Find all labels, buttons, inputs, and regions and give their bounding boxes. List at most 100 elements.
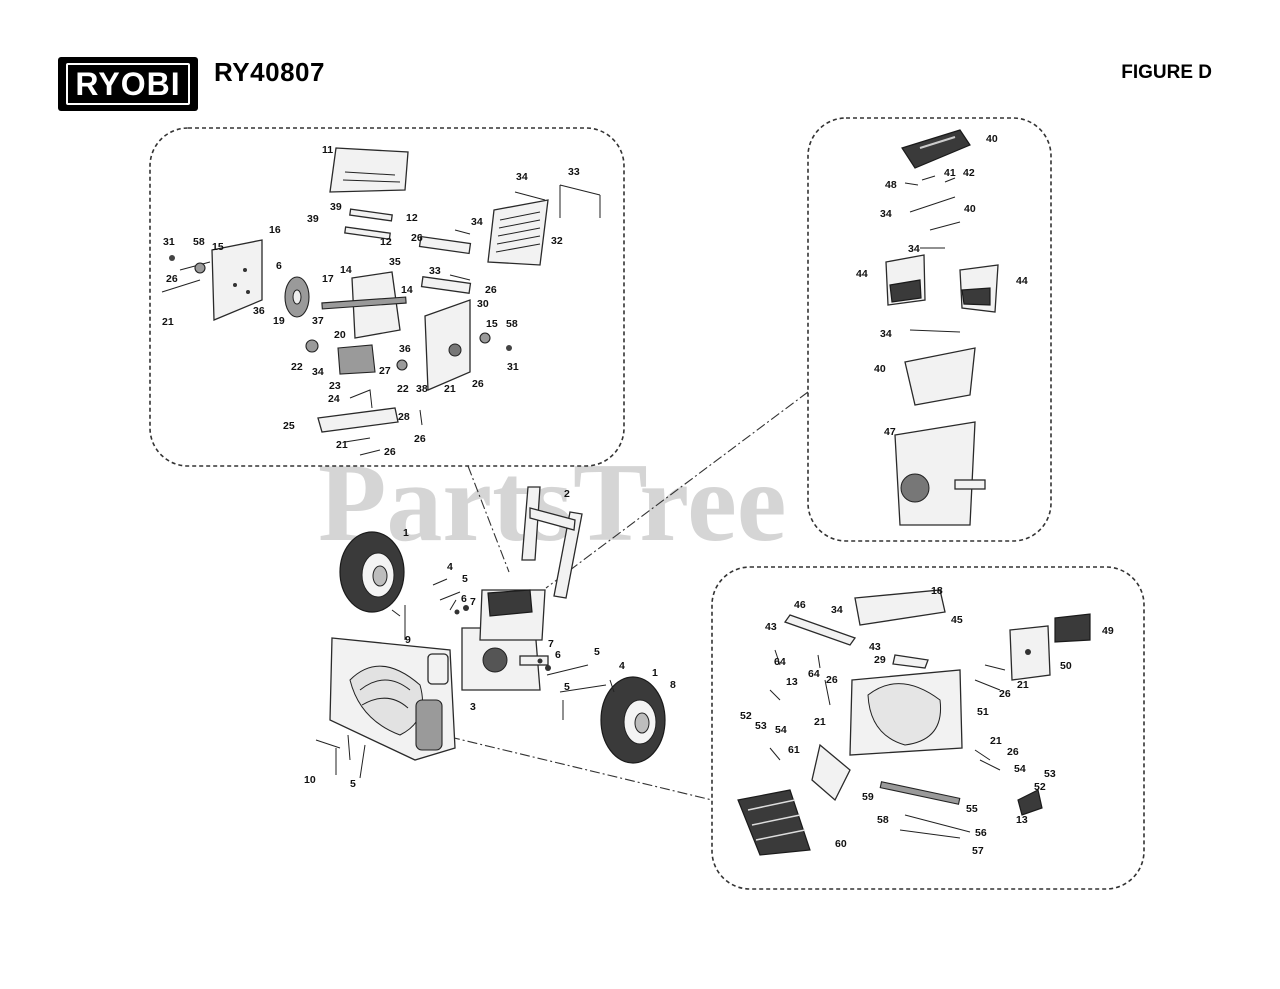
callout-tr-40b: 40 bbox=[964, 203, 976, 215]
callout-br-53a: 53 bbox=[755, 720, 767, 732]
callout-br-64b: 64 bbox=[808, 668, 820, 680]
callout-tr-42: 42 bbox=[963, 167, 975, 179]
callout-tl-21c: 21 bbox=[336, 439, 348, 451]
callout-br-58: 58 bbox=[877, 814, 889, 826]
callout-main-8: 8 bbox=[670, 679, 676, 691]
battery-cover bbox=[487, 589, 533, 617]
callout-main-4: 4 bbox=[447, 561, 453, 573]
callout-tl-34a: 34 bbox=[312, 366, 324, 378]
top-right-parts bbox=[885, 129, 999, 526]
callout-tl-26b: 26 bbox=[472, 378, 484, 390]
callout-main-7b: 7 bbox=[548, 638, 554, 650]
callout-tr-44b: 44 bbox=[1016, 275, 1028, 287]
callout-br-43a: 43 bbox=[765, 621, 777, 633]
callout-tl-33a: 33 bbox=[568, 166, 580, 178]
callout-tl-39b: 39 bbox=[307, 213, 319, 225]
callout-tl-32: 32 bbox=[551, 235, 563, 247]
callout-main-7: 7 bbox=[470, 596, 476, 608]
callout-br-18: 18 bbox=[931, 585, 943, 597]
callouts-bottom-right: 18 46 34 45 43 49 64 43 29 50 64 13 26 2… bbox=[740, 585, 1114, 857]
callout-br-54a: 54 bbox=[775, 724, 787, 736]
callout-br-45: 45 bbox=[951, 614, 963, 626]
callout-tl-39a: 39 bbox=[330, 201, 342, 213]
callout-br-46: 46 bbox=[794, 599, 806, 611]
callout-br-26c: 26 bbox=[1007, 746, 1019, 758]
callout-br-29: 29 bbox=[874, 654, 886, 666]
callout-br-34: 34 bbox=[831, 604, 843, 616]
callout-tl-19: 19 bbox=[273, 315, 285, 327]
handle-left bbox=[521, 486, 541, 561]
callout-br-13b: 13 bbox=[1016, 814, 1028, 826]
callout-tl-22b: 22 bbox=[397, 383, 409, 395]
callout-br-53b: 53 bbox=[1044, 768, 1056, 780]
callout-tl-33b: 33 bbox=[429, 265, 441, 277]
callout-br-64a: 64 bbox=[774, 656, 786, 668]
callout-tr-34b: 34 bbox=[908, 243, 920, 255]
callout-br-26a: 26 bbox=[826, 674, 838, 686]
callout-br-21b: 21 bbox=[814, 716, 826, 728]
callout-main-2: 2 bbox=[564, 488, 570, 500]
callout-tl-11: 11 bbox=[322, 144, 333, 156]
callout-tl-58b: 58 bbox=[506, 318, 518, 330]
callout-tl-26a: 26 bbox=[166, 273, 178, 285]
callout-tr-40a: 40 bbox=[986, 133, 998, 145]
callout-tl-58a: 58 bbox=[193, 236, 205, 248]
callout-tl-26d: 26 bbox=[384, 446, 396, 458]
callout-tr-40c: 40 bbox=[874, 363, 886, 375]
callout-tl-34b: 34 bbox=[516, 171, 528, 183]
callout-main-5c: 5 bbox=[594, 646, 600, 658]
brand-text: RYOBI bbox=[66, 63, 190, 105]
auger bbox=[737, 789, 811, 856]
callout-tl-14a: 14 bbox=[340, 264, 352, 276]
callout-tl-14b: 14 bbox=[401, 284, 413, 296]
callout-tl-30: 30 bbox=[477, 298, 489, 310]
callout-br-13a: 13 bbox=[786, 676, 798, 688]
callout-br-43b: 43 bbox=[869, 641, 881, 653]
callout-main-6: 6 bbox=[461, 593, 467, 605]
callout-tl-27: 27 bbox=[379, 365, 391, 377]
callout-tr-34c: 34 bbox=[880, 328, 892, 340]
callout-tl-21a: 21 bbox=[162, 316, 174, 328]
callout-tl-34c: 34 bbox=[471, 216, 483, 228]
bearing-cover bbox=[1017, 789, 1043, 816]
callout-tl-26c: 26 bbox=[414, 433, 426, 445]
callout-br-49: 49 bbox=[1102, 625, 1114, 637]
main-assembly bbox=[315, 486, 666, 779]
callout-br-61: 61 bbox=[788, 744, 800, 756]
callout-tl-15a: 15 bbox=[212, 241, 224, 253]
callout-main-10: 10 bbox=[304, 774, 316, 786]
callout-br-50: 50 bbox=[1060, 660, 1072, 672]
gearbox bbox=[337, 344, 376, 375]
callout-main-1: 1 bbox=[403, 527, 409, 539]
impeller bbox=[811, 743, 851, 802]
leader-line-top-right bbox=[545, 391, 809, 589]
side-plate-right bbox=[424, 299, 471, 391]
callouts-top-right: 40 48 41 42 34 40 34 44 44 34 40 47 bbox=[856, 133, 1028, 438]
callout-tr-47: 47 bbox=[884, 426, 896, 438]
callout-tl-16: 16 bbox=[269, 224, 281, 236]
callout-tl-31b: 31 bbox=[507, 361, 519, 373]
callout-tl-17: 17 bbox=[322, 273, 334, 285]
callout-br-21c: 21 bbox=[990, 735, 1002, 747]
callout-br-60: 60 bbox=[835, 838, 847, 850]
callout-br-55: 55 bbox=[966, 803, 978, 815]
callout-tr-34a: 34 bbox=[880, 208, 892, 220]
callout-tl-6: 6 bbox=[276, 260, 282, 272]
callout-br-52b: 52 bbox=[1034, 781, 1046, 793]
callout-tl-37: 37 bbox=[312, 315, 324, 327]
callout-tl-20: 20 bbox=[334, 329, 346, 341]
callout-tl-25: 25 bbox=[283, 420, 295, 432]
callout-br-57: 57 bbox=[972, 845, 984, 857]
callout-tl-12b: 12 bbox=[380, 236, 392, 248]
callout-br-56: 56 bbox=[975, 827, 987, 839]
leader-line-bottom-right bbox=[449, 736, 713, 801]
callout-tl-38: 38 bbox=[416, 383, 428, 395]
callouts-top-left: 11 39 12 39 12 31 58 15 16 26 6 14 35 17… bbox=[162, 144, 580, 458]
leader-line-top-left bbox=[467, 465, 510, 573]
callout-tr-44a: 44 bbox=[856, 268, 868, 280]
callout-main-4b: 4 bbox=[619, 660, 625, 672]
callout-tr-41: 41 bbox=[944, 167, 956, 179]
callout-tl-21b: 21 bbox=[444, 383, 456, 395]
callout-main-6b: 6 bbox=[555, 649, 561, 661]
